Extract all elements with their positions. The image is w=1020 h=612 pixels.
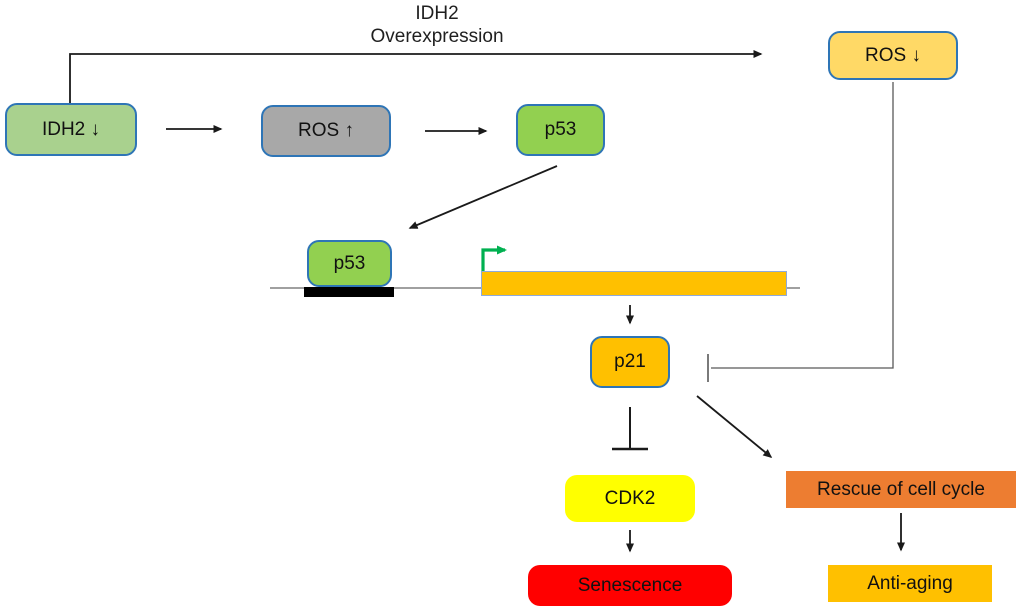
diagram-title-line1: IDH2 xyxy=(415,3,459,24)
node-anti-aging-label: Anti-aging xyxy=(867,572,953,594)
gene-body xyxy=(481,271,787,296)
arrow-idh2-to-rosdown xyxy=(69,50,763,103)
diagram-title: IDH2 Overexpression xyxy=(287,2,587,48)
transcription-start-arrow-icon xyxy=(481,245,507,271)
node-p53-upper-label: p53 xyxy=(544,119,577,140)
node-anti-aging: Anti-aging xyxy=(828,565,992,602)
node-ros-up: ROS ↑ xyxy=(261,105,391,157)
node-ros-up-label: ROS ↑ xyxy=(298,120,354,141)
node-idh2-down: IDH2 ↓ xyxy=(5,103,137,156)
arrow-p21-to-rescue xyxy=(696,395,773,458)
node-p53-upper: p53 xyxy=(516,104,605,156)
node-idh2-down-label: IDH2 ↓ xyxy=(41,118,101,140)
node-senescence-label: Senescence xyxy=(577,574,683,596)
node-cdk2: CDK2 xyxy=(565,475,695,522)
inhibit-rosdown-to-p21-line xyxy=(711,82,894,369)
node-ros-down-label: ROS ↓ xyxy=(865,44,921,66)
node-cdk2-label: CDK2 xyxy=(604,487,656,509)
node-p21-label: p21 xyxy=(614,351,646,372)
diagram-title-line2: Overexpression xyxy=(370,26,504,47)
promoter-bar xyxy=(304,287,394,297)
node-p53-promoter-label: p53 xyxy=(333,252,366,274)
node-rescue-of-cell-cycle: Rescue of cell cycle xyxy=(786,471,1016,508)
node-senescence: Senescence xyxy=(528,565,732,606)
node-rescue-of-cell-cycle-label: Rescue of cell cycle xyxy=(817,478,985,500)
node-p21: p21 xyxy=(590,336,670,388)
node-p53-promoter: p53 xyxy=(307,240,392,287)
node-ros-down: ROS ↓ xyxy=(828,31,958,80)
arrow-p53-to-promoter xyxy=(408,165,558,229)
